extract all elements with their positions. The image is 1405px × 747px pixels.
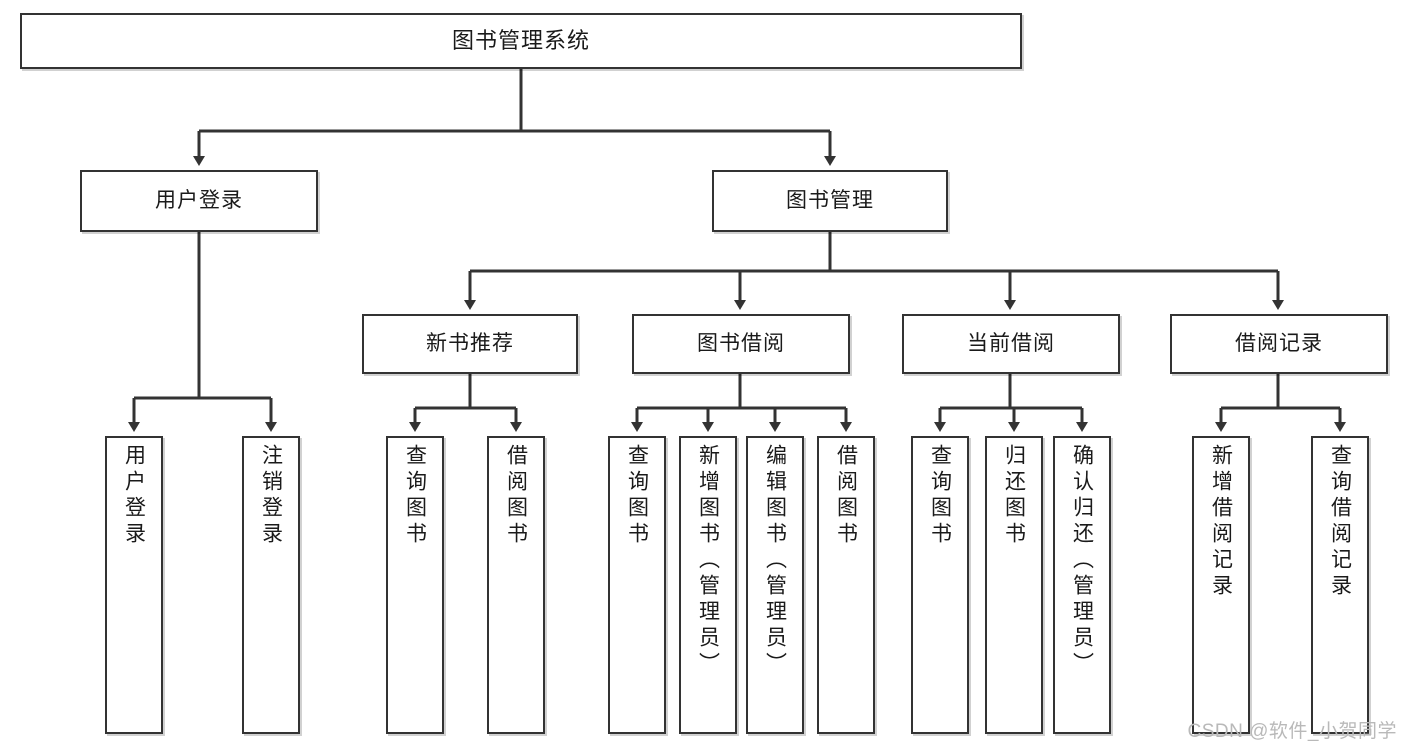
node-label: 借阅记录 — [1235, 332, 1323, 356]
node-new-book-recommend[interactable]: 新书推荐 — [362, 314, 578, 374]
node-current-borrow[interactable]: 当前借阅 — [902, 314, 1120, 374]
node-leaf-return-book[interactable]: 归还图书 — [985, 436, 1043, 734]
node-label: 注销登录 — [259, 444, 283, 548]
node-leaf-add-book-admin[interactable]: 新增图书（管理员） — [679, 436, 737, 734]
watermark-label: CSDN @软件_小贺同学 — [1187, 721, 1397, 742]
node-leaf-confirm-return-admin[interactable]: 确认归还（管理员） — [1053, 436, 1111, 734]
node-label: 查询图书 — [928, 444, 952, 548]
node-label: 查询图书 — [625, 444, 649, 548]
node-root[interactable]: 图书管理系统 — [20, 13, 1022, 69]
node-label: 新增借阅记录 — [1209, 444, 1233, 600]
node-label: 确认归还（管理员） — [1070, 444, 1094, 678]
node-label: 归还图书 — [1002, 444, 1026, 548]
node-label: 图书管理系统 — [451, 27, 590, 53]
node-leaf-query-book-2[interactable]: 查询图书 — [608, 436, 666, 734]
node-label: 借阅图书 — [504, 444, 528, 548]
node-leaf-query-book-1[interactable]: 查询图书 — [386, 436, 444, 734]
node-book-borrow[interactable]: 图书借阅 — [632, 314, 850, 374]
node-leaf-add-borrow-record[interactable]: 新增借阅记录 — [1192, 436, 1250, 734]
node-leaf-query-borrow-record[interactable]: 查询借阅记录 — [1311, 436, 1369, 734]
node-user-login[interactable]: 用户登录 — [80, 170, 318, 232]
node-label: 图书管理 — [786, 189, 874, 213]
node-leaf-user-login[interactable]: 用户登录 — [105, 436, 163, 734]
node-leaf-logout-login[interactable]: 注销登录 — [242, 436, 300, 734]
node-book-manage[interactable]: 图书管理 — [712, 170, 948, 232]
node-label: 新增图书（管理员） — [696, 444, 720, 678]
node-leaf-query-book-3[interactable]: 查询图书 — [911, 436, 969, 734]
node-label: 查询图书 — [403, 444, 427, 548]
node-label: 借阅图书 — [834, 444, 858, 548]
node-borrow-record[interactable]: 借阅记录 — [1170, 314, 1388, 374]
node-label: 查询借阅记录 — [1328, 444, 1352, 600]
node-label: 用户登录 — [122, 444, 146, 548]
node-label: 新书推荐 — [426, 332, 514, 356]
node-leaf-edit-book-admin[interactable]: 编辑图书（管理员） — [746, 436, 804, 734]
node-label: 用户登录 — [155, 189, 243, 213]
node-label: 编辑图书（管理员） — [763, 444, 787, 678]
node-leaf-borrow-book-1[interactable]: 借阅图书 — [487, 436, 545, 734]
node-label: 图书借阅 — [697, 332, 785, 356]
node-leaf-borrow-book-2[interactable]: 借阅图书 — [817, 436, 875, 734]
node-label: 当前借阅 — [967, 332, 1055, 356]
